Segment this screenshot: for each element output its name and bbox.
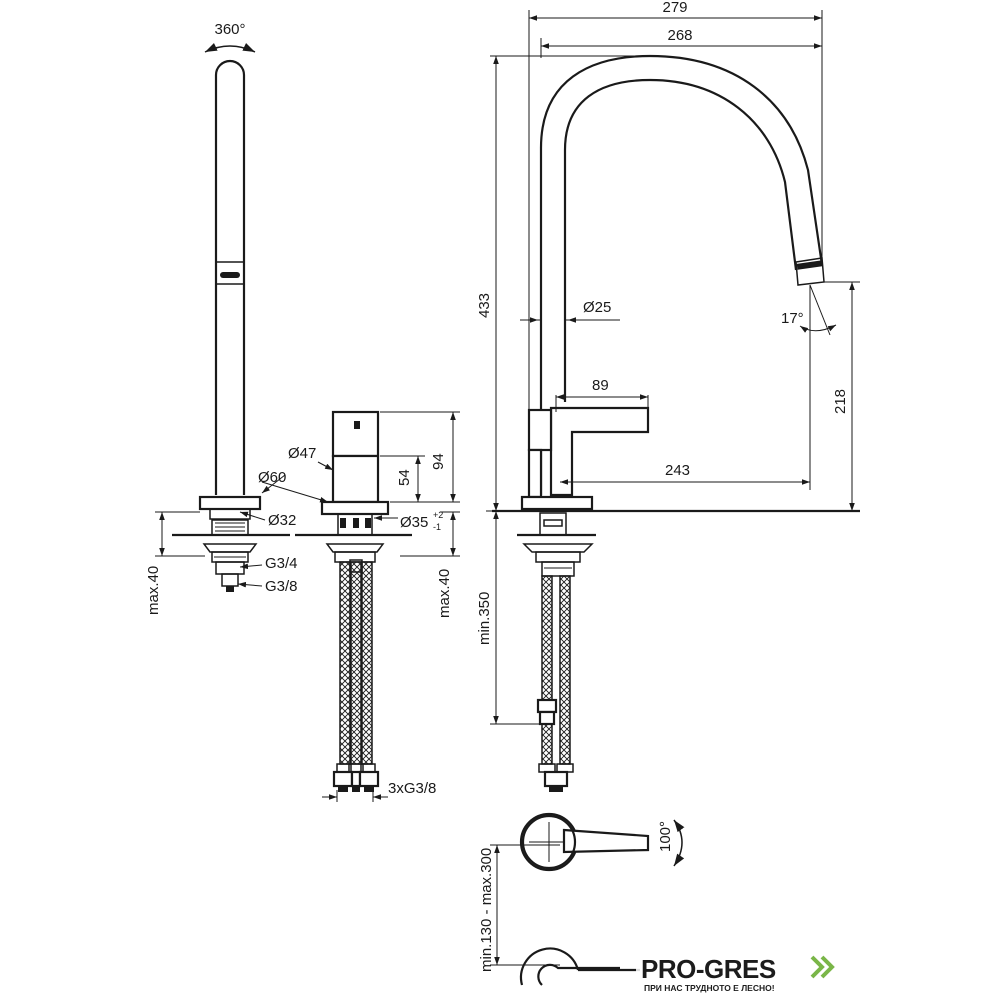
front-hose-2 <box>559 575 571 765</box>
hose-min-label: min.350 <box>476 592 493 645</box>
valve-body <box>331 454 380 504</box>
aerator-ring <box>215 261 245 285</box>
dia47-label: Ø47 <box>288 445 316 462</box>
angle-aerator-label: 17° <box>781 310 804 327</box>
outlet-height-label: 218 <box>832 389 849 414</box>
dia25-label: Ø25 <box>583 299 611 316</box>
valve-flange <box>320 500 390 516</box>
lever-angle-label: 100° <box>657 821 674 852</box>
front-base-flange <box>520 495 594 511</box>
g34-label: G3/4 <box>265 555 298 572</box>
height-total-label: 433 <box>476 293 493 318</box>
top-view: min.130 - max.300 100° <box>478 812 685 986</box>
dia35-label: Ø35 <box>400 514 428 531</box>
hose-2 <box>350 561 362 765</box>
faucet-front-view: 279 268 17° Ø25 89 243 <box>476 0 860 792</box>
valve-body-front <box>527 408 553 452</box>
hose-3 <box>361 561 373 765</box>
dia35-tol-minus: -1 <box>433 522 441 532</box>
rotation-arrow <box>204 43 256 53</box>
lever-top[interactable] <box>562 828 650 854</box>
spout-top <box>519 947 580 986</box>
handle-length-label: 89 <box>592 377 609 394</box>
max-deck-mid-label: max.40 <box>436 569 453 618</box>
width-spout-label: 268 <box>667 27 692 44</box>
rotation-label: 360° <box>214 21 245 38</box>
spacing-label: min.130 - max.300 <box>478 848 495 972</box>
dia35-tol-plus: +2 <box>433 510 443 520</box>
dia32-label: Ø32 <box>268 512 296 529</box>
spout-reach-label: 243 <box>665 462 690 479</box>
dia60-label: Ø60 <box>258 469 286 486</box>
max-deck-left-label: max.40 <box>145 566 162 615</box>
valve-side-view: Ø47 3xG3/8 <box>261 410 460 802</box>
g38-left-label: G3/8 <box>265 578 298 595</box>
spout-side-view: 360° max.40 Ø32 G3/4 G3/8 Ø60 <box>145 21 298 615</box>
base-flange <box>198 495 262 511</box>
hose-threads-label: 3xG3/8 <box>388 780 436 797</box>
logo-tagline: ПРИ НАС ТРУДНОТО Е ЛЕСНО! <box>644 983 775 993</box>
front-hose-1 <box>541 575 553 765</box>
logo-wordmark: PRO-GRES <box>641 954 776 984</box>
valve-inner-label: 54 <box>396 469 413 486</box>
logo-arrow-icon <box>810 955 825 979</box>
spout-tube <box>214 59 246 495</box>
hose-1 <box>339 561 351 765</box>
gooseneck-spout <box>539 54 824 495</box>
pro-gres-logo: PRO-GRES ПРИ НАС ТРУДНОТО Е ЛЕСНО! <box>636 948 846 993</box>
valve-height-label: 94 <box>430 453 447 470</box>
width-total-label: 279 <box>662 0 687 16</box>
valve-cap <box>331 410 380 458</box>
